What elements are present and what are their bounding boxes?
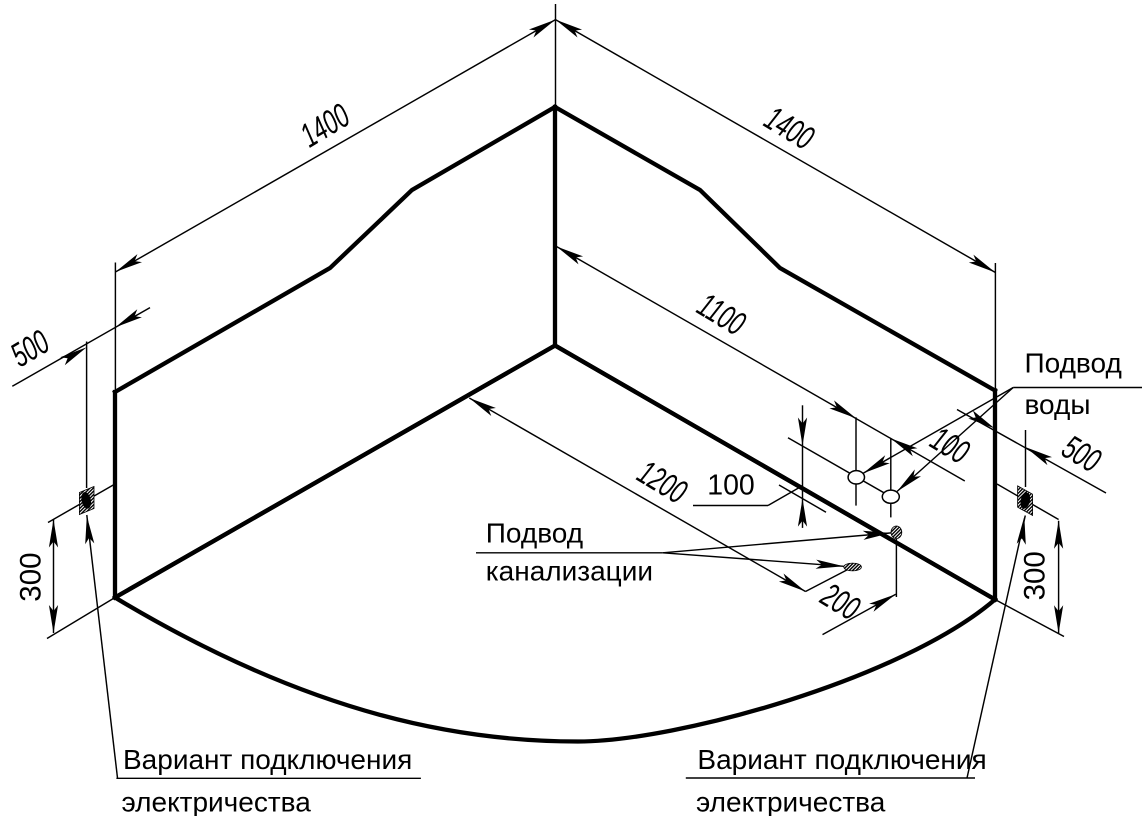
- svg-text:Вариант подключения: Вариант подключения: [697, 744, 986, 775]
- svg-text:электричества: электричества: [696, 787, 886, 816]
- svg-text:Вариант подключения: Вариант подключения: [123, 744, 412, 775]
- svg-text:воды: воды: [1025, 389, 1091, 420]
- svg-text:100: 100: [707, 470, 755, 502]
- svg-text:Подвод: Подвод: [486, 518, 583, 549]
- svg-text:Подвод: Подвод: [1025, 347, 1122, 378]
- svg-text:300: 300: [15, 552, 48, 601]
- svg-text:300: 300: [1018, 551, 1051, 600]
- svg-text:электричества: электричества: [122, 787, 312, 816]
- svg-text:канализации: канализации: [486, 556, 653, 587]
